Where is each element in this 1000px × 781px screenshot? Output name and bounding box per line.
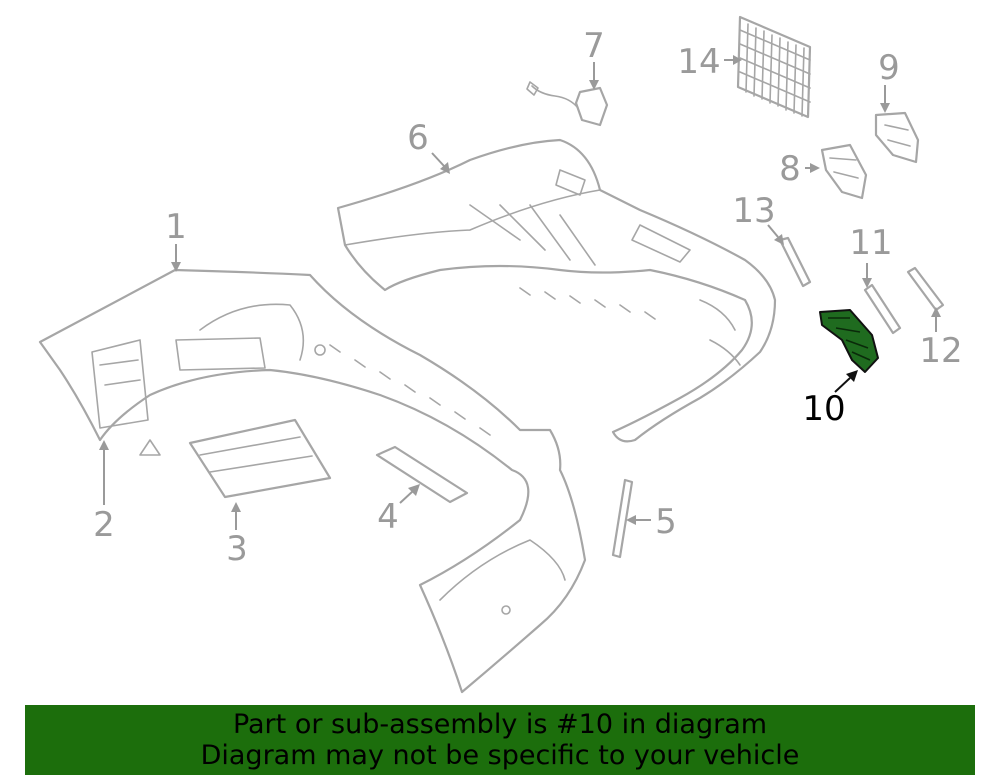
part-5-bracket bbox=[611, 478, 634, 559]
banner-line-disclaimer: Diagram may not be specific to your vehi… bbox=[200, 740, 800, 771]
banner-line-part-number: Part or sub-assembly is #10 in diagram bbox=[232, 709, 768, 740]
callout-14: 14 bbox=[677, 42, 720, 82]
callout-2: 2 bbox=[93, 505, 115, 545]
part-9-bracket bbox=[874, 111, 920, 164]
part-14-mesh-grille bbox=[736, 15, 812, 119]
part-4-trim-strip bbox=[375, 445, 469, 504]
part-13-trim bbox=[778, 236, 812, 288]
part-10-highlighted bbox=[819, 309, 879, 373]
callout-7: 7 bbox=[583, 26, 605, 66]
callout-labels: 1 2 3 4 5 6 7 8 9 10 11 12 13 14 bbox=[93, 26, 962, 569]
callout-12: 12 bbox=[919, 331, 962, 371]
parts-diagram: 1 2 3 4 5 6 7 8 9 10 11 12 13 14 bbox=[38, 15, 963, 694]
info-banner: Part or sub-assembly is #10 in diagram D… bbox=[25, 705, 975, 775]
part-3-panel bbox=[188, 418, 332, 499]
callout-11: 11 bbox=[849, 223, 892, 263]
callout-6: 6 bbox=[407, 118, 429, 158]
callout-9: 9 bbox=[878, 48, 900, 88]
part-11-trim bbox=[863, 283, 902, 335]
callout-3: 3 bbox=[226, 529, 248, 569]
part-8-bracket bbox=[820, 143, 868, 200]
part-12-trim bbox=[906, 266, 945, 312]
callout-10: 10 bbox=[802, 389, 845, 429]
part-7-sensor-harness bbox=[526, 81, 609, 127]
callout-5: 5 bbox=[655, 502, 677, 542]
part-6-upper-bumper-cover bbox=[336, 138, 777, 443]
callout-13: 13 bbox=[732, 191, 775, 231]
callout-8: 8 bbox=[779, 149, 801, 189]
part-1-lower-bumper-cover bbox=[38, 268, 587, 694]
callout-4: 4 bbox=[377, 497, 399, 537]
callout-1: 1 bbox=[165, 207, 187, 247]
leader-lines bbox=[99, 55, 941, 530]
